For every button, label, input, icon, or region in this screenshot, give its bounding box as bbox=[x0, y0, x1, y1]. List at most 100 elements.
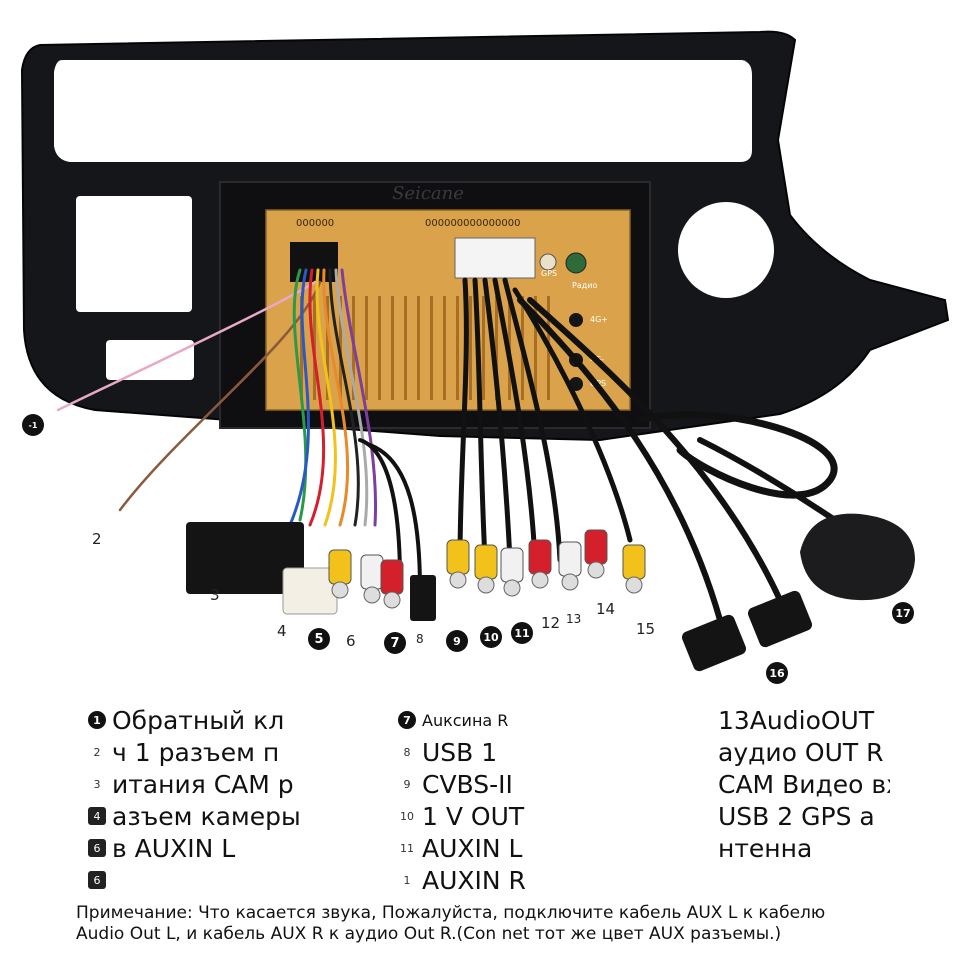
port-label-radio: Радио bbox=[572, 281, 597, 290]
legend-number: 6 bbox=[88, 839, 106, 857]
callout-2: 2 bbox=[92, 530, 102, 548]
legend-text: CVBS-II bbox=[422, 769, 513, 799]
legend-text: 1 V OUT bbox=[422, 801, 525, 831]
callout-13: 13 bbox=[566, 612, 582, 626]
port-label-gps: GPS bbox=[541, 269, 557, 278]
callout-7: 7 bbox=[384, 632, 406, 654]
heat-sink-fin bbox=[391, 296, 394, 400]
rca-plug-aux-r bbox=[360, 554, 384, 590]
heat-sink-fin bbox=[495, 296, 498, 400]
legend-number: 1 bbox=[88, 711, 106, 729]
legend-item: 7 Auксина R bbox=[398, 704, 532, 736]
legend-item: аудио OUT R bbox=[718, 736, 890, 768]
rca-plug-tip bbox=[449, 571, 467, 589]
legend-number: 7 bbox=[398, 711, 416, 729]
legend-number: 6 bbox=[88, 871, 106, 889]
callout-8: 8 bbox=[416, 632, 424, 646]
legend-text: AUXIN R bbox=[422, 865, 526, 895]
note-line-1: Примечание: Что касается звука, Пожалуйс… bbox=[76, 903, 826, 923]
rca-plug-aux-l bbox=[328, 549, 352, 585]
usb-2-plug bbox=[681, 614, 747, 672]
heat-sink-fin bbox=[430, 296, 433, 400]
4g-plus-port-icon bbox=[569, 313, 583, 327]
legend-number: 11 bbox=[400, 841, 414, 855]
usb-1-plug bbox=[410, 575, 436, 621]
heat-sink-fin bbox=[417, 296, 420, 400]
callout-5: 5 bbox=[308, 628, 330, 650]
legend-text: нтенна bbox=[718, 833, 813, 863]
callout-9: 9 bbox=[446, 630, 468, 652]
rca-plug-auxin-l bbox=[500, 547, 524, 583]
legend-text: ч 1 разъем п bbox=[112, 737, 280, 767]
rca-plug-tip bbox=[383, 591, 401, 609]
rca-plug-v-out bbox=[474, 544, 498, 580]
callout-15: 15 bbox=[636, 620, 656, 638]
callout-16: 16 bbox=[766, 662, 788, 684]
callout-14: 14 bbox=[596, 600, 616, 618]
callout-11: 11 bbox=[511, 622, 533, 644]
heat-sink-fin bbox=[326, 296, 329, 400]
heat-sink-fin bbox=[365, 296, 368, 400]
legend-text: USB 1 bbox=[422, 737, 498, 767]
legend-number: 3 bbox=[93, 777, 101, 791]
av-connector-socket bbox=[454, 237, 536, 279]
heat-sink-fin bbox=[443, 296, 446, 400]
legend-text: итания CAM р bbox=[112, 769, 294, 799]
radio-port-icon bbox=[565, 252, 587, 274]
wire-harness bbox=[56, 268, 853, 623]
legend-text: аудио OUT R bbox=[718, 737, 884, 767]
usb-3-plug bbox=[747, 590, 813, 648]
callout-10: 10 bbox=[480, 626, 502, 648]
board-code-right: 000000000000000 bbox=[425, 218, 520, 229]
note-line-2: Audio Out L, и кабель AUX R к аудио Out … bbox=[76, 924, 782, 944]
rca-plug-auxin-r bbox=[528, 539, 552, 575]
gps-port-icon bbox=[539, 253, 557, 271]
legend-text: 13AudioOUT bbox=[718, 705, 875, 735]
rca-plug-tip bbox=[363, 586, 381, 604]
callout-17: 17 bbox=[892, 602, 914, 624]
heat-sink-fin bbox=[339, 296, 342, 400]
legend-text: Auксина R bbox=[422, 710, 509, 730]
rca-plug-aux-r-red bbox=[380, 559, 404, 595]
rca-plug-tip bbox=[625, 576, 643, 594]
callout-1: -1 bbox=[22, 414, 44, 436]
rca-plug-tip bbox=[477, 576, 495, 594]
legend-item: 11 AUXIN L bbox=[398, 832, 532, 864]
legend-item: 13AudioOUT bbox=[718, 704, 890, 736]
rca-plug-cvbs bbox=[446, 539, 470, 575]
legend-item: 1 AUXIN R bbox=[398, 864, 532, 896]
legend-item: 6 в AUXIN L bbox=[88, 832, 300, 864]
rca-plug-tip bbox=[561, 573, 579, 591]
callout-12: 12 bbox=[541, 614, 561, 632]
gps-antenna-icon bbox=[800, 513, 915, 601]
iso-connector bbox=[186, 522, 304, 594]
legend-number: 1 bbox=[403, 873, 411, 887]
legend-item: CAM Видео вх bbox=[718, 768, 890, 800]
rca-plugs bbox=[328, 529, 646, 609]
product-photo: Seicane 000000 000000000000000 GPS Радио… bbox=[20, 30, 950, 672]
rca-plug-audio-out-r bbox=[584, 529, 608, 565]
legend-column-3: 13AudioOUT аудио OUT R CAM Видео вх USB … bbox=[718, 704, 890, 864]
legend-number: 8 bbox=[403, 745, 411, 759]
legend-item: 10 1 V OUT bbox=[398, 800, 532, 832]
head-unit-board: 000000 000000000000000 GPS Радио 4G+ 4G-… bbox=[265, 209, 631, 411]
heat-sink-fin bbox=[300, 296, 303, 400]
legend-text: CAM Видео вх bbox=[718, 769, 890, 799]
rca-plug-cam-video bbox=[622, 544, 646, 580]
wiring-note: Примечание: Что касается звука, Пожалуйс… bbox=[76, 903, 956, 945]
legend-item: USB 2 GPS а bbox=[718, 800, 890, 832]
legend-text: в AUXIN L bbox=[112, 833, 236, 863]
callout-6: 6 bbox=[346, 632, 356, 650]
legend-item: 8 USB 1 bbox=[398, 736, 532, 768]
port-label-4g-plus: 4G+ bbox=[590, 315, 608, 324]
callout-4: 4 bbox=[277, 622, 287, 640]
heat-sink-fin bbox=[456, 296, 459, 400]
legend-number: 10 bbox=[400, 809, 414, 823]
board-code-left: 000000 bbox=[296, 218, 334, 229]
legend-item: 6 bbox=[88, 864, 300, 896]
legend-text: USB 2 GPS а bbox=[718, 801, 875, 831]
legend-text: AUXIN L bbox=[422, 833, 523, 863]
